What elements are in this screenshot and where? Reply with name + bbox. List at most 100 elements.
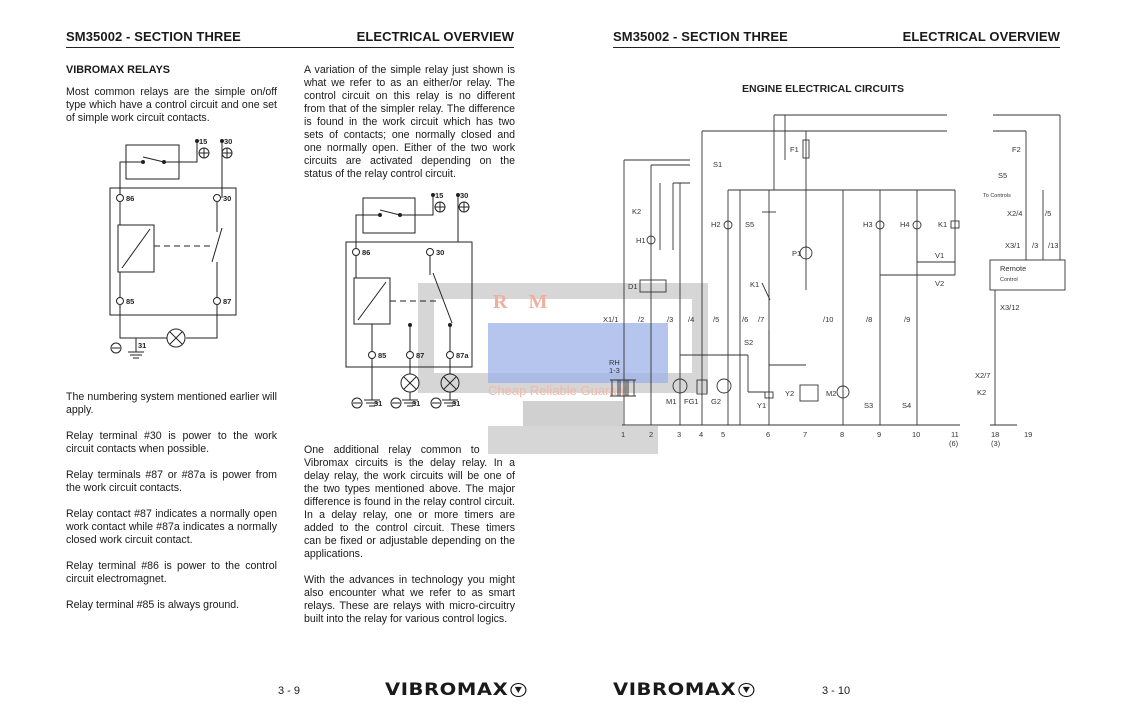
circuit-label: 2 — [649, 430, 653, 439]
left-header-title: ELECTRICAL OVERVIEW — [356, 29, 514, 44]
circuit-label: S5 — [745, 220, 754, 229]
component-symbol — [627, 379, 635, 397]
paragraph: A variation of the simple relay just sho… — [304, 64, 515, 180]
circuit-label: P1 — [792, 249, 801, 258]
circuit-label: /4 — [688, 315, 694, 324]
paragraph: Most common relays are the simple on/off… — [66, 86, 277, 124]
page-number: 3 - 10 — [822, 685, 851, 697]
circuit-label: Control — [1000, 277, 1018, 283]
left-column-1-lower: The numbering system mentioned earlier w… — [66, 391, 277, 625]
circuit-label: 10 — [912, 430, 920, 439]
circuit-label: /3 — [1032, 241, 1038, 250]
circuit-label: K2 — [977, 388, 986, 397]
paragraph: Relay terminal #86 is power to the contr… — [66, 560, 277, 585]
circuit-label: X2/7 — [975, 371, 990, 380]
relay-diagram-either-or — [345, 193, 473, 409]
gauge-p1 — [799, 246, 813, 260]
circuit-label: 3 — [677, 430, 681, 439]
circuit-label: K1 — [938, 220, 947, 229]
circuit-label: /6 — [742, 315, 748, 324]
circuit-label: S3 — [864, 401, 873, 410]
circuit-label: 7 — [803, 430, 807, 439]
terminal-label: 31 — [138, 341, 146, 350]
right-header-title: ELECTRICAL OVERVIEW — [902, 29, 1060, 44]
terminal-label: 15 — [435, 191, 443, 200]
terminal-label: 30 — [224, 137, 232, 146]
left-header-section: SM35002 - SECTION THREE — [66, 29, 241, 44]
circuit-label: 5 — [721, 430, 725, 439]
circuit-label: H4 — [900, 220, 910, 229]
left-column-2-lower: One additional relay common to some Vibr… — [304, 444, 515, 639]
circuit-label: 8 — [840, 430, 844, 439]
circuit-label: S4 — [902, 401, 911, 410]
circuit-label: K1 — [750, 280, 759, 289]
circuit-label: V2 — [935, 279, 944, 288]
circuit-label: 11 — [951, 430, 959, 439]
relay-diagram-simple — [109, 139, 237, 359]
relay-k1 — [950, 220, 960, 229]
logo-text: VIBROMAX — [613, 680, 737, 700]
circuit-label: (6) — [949, 439, 959, 448]
lamp-h1 — [646, 235, 656, 245]
terminal-label: 30 — [460, 191, 468, 200]
terminal-label: 30 — [223, 194, 231, 203]
circuit-label: /10 — [823, 315, 833, 324]
timer-d1 — [639, 279, 667, 293]
logo-emblem-icon: ▼ — [738, 683, 755, 697]
vibromax-logo: VIBROMAX▼ — [385, 680, 527, 700]
circuit-label: X3/12 — [1000, 303, 1020, 312]
section-heading: VIBROMAX RELAYS — [66, 64, 170, 76]
motor-m1 — [672, 378, 688, 394]
motor-m2 — [836, 385, 850, 399]
remote-control-box — [989, 259, 1066, 291]
circuit-label: S1 — [713, 160, 722, 169]
engine-circuit-diagram — [610, 114, 1066, 426]
logo-emblem-icon: ▼ — [510, 683, 527, 697]
circuit-label: /9 — [904, 315, 910, 324]
circuit-label: /8 — [866, 315, 872, 324]
lamp-h2 — [723, 220, 733, 230]
circuit-label: (3) — [991, 439, 1001, 448]
right-header-section: SM35002 - SECTION THREE — [613, 29, 788, 44]
watermark: R M Cheap Reliable Guarant — [418, 283, 708, 458]
circuit-label: K2 — [632, 207, 641, 216]
circuit-label: D1 — [628, 282, 638, 291]
vibromax-logo: VIBROMAX▼ — [613, 680, 755, 700]
circuit-label: V1 — [935, 251, 944, 260]
circuit-label: H1 — [636, 236, 646, 245]
circuit-label: M2 — [826, 389, 836, 398]
terminal-label: 86 — [126, 194, 134, 203]
left-column-1: VIBROMAX RELAYS Most common relays are t… — [66, 64, 277, 138]
circuit-label: RH — [609, 358, 620, 367]
g2 — [716, 378, 732, 394]
component-symbol — [619, 379, 627, 397]
wire — [761, 282, 771, 301]
circuit-label: H2 — [711, 220, 721, 229]
circuit-label: Y2 — [785, 389, 794, 398]
generator-fg1 — [696, 379, 708, 395]
paragraph: Relay terminals #87 or #87a is power fro… — [66, 469, 277, 494]
circuit-label: Y1 — [757, 401, 766, 410]
circuit-label: S5 — [998, 171, 1007, 180]
circuit-label: 4 — [699, 430, 703, 439]
terminal-label: 85 — [378, 351, 386, 360]
component-symbol — [611, 379, 619, 397]
terminal-label: 31 — [452, 399, 460, 408]
circuit-label: /2 — [638, 315, 644, 324]
circuit-label: X2/4 — [1007, 209, 1022, 218]
paragraph: Relay terminal #30 is power to the work … — [66, 430, 277, 455]
terminal-label: 87 — [223, 297, 231, 306]
terminal-label: 15 — [199, 137, 207, 146]
terminal-label: 87a — [456, 351, 469, 360]
terminal-label: 31 — [412, 399, 420, 408]
fuse-f1 — [802, 139, 810, 159]
terminal-label: 87 — [416, 351, 424, 360]
logo-text: VIBROMAX — [385, 680, 509, 700]
circuit-label: F2 — [1012, 145, 1021, 154]
circuit-label: F1 — [790, 145, 799, 154]
circuit-label: G2 — [711, 397, 721, 406]
circuit-label: /13 — [1048, 241, 1058, 250]
circuit-label: /5 — [1045, 209, 1051, 218]
circuit-label: /5 — [713, 315, 719, 324]
